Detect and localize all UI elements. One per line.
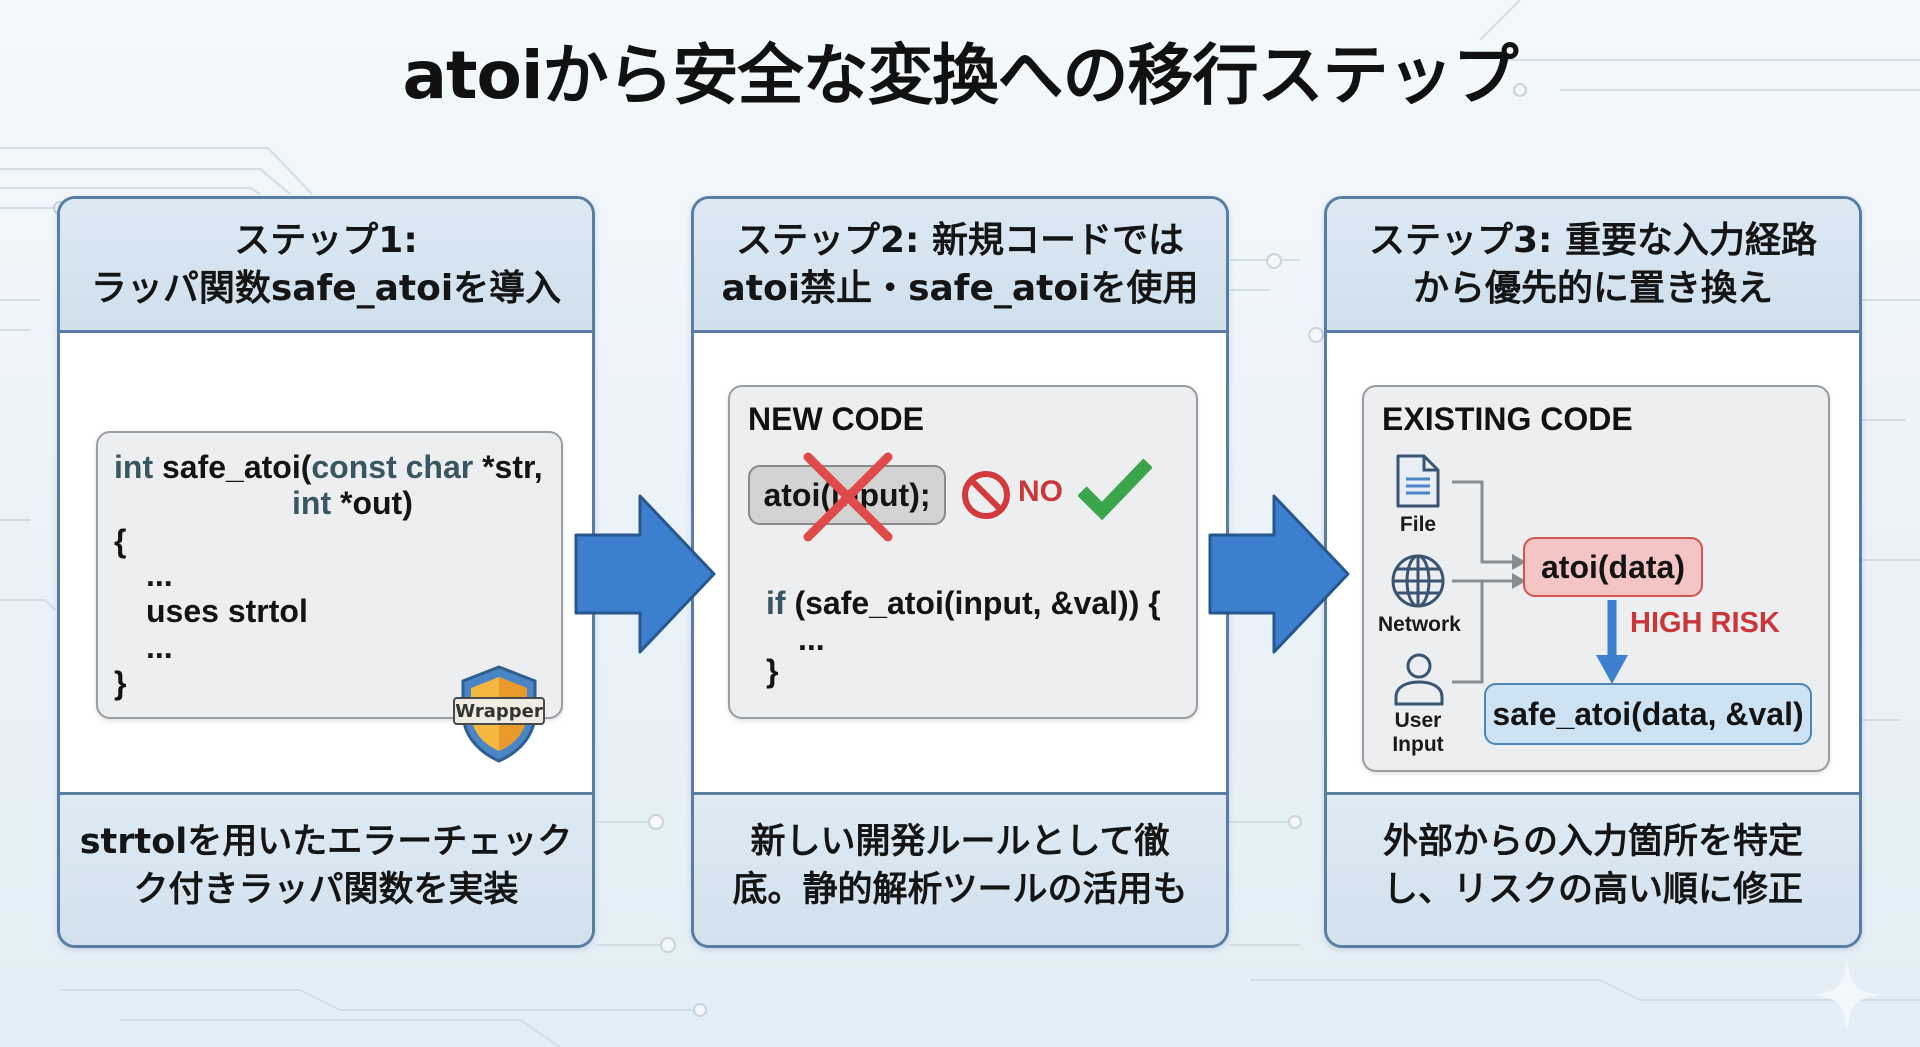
step-2-heading-line1: ステップ2: 新規コードでは [736, 219, 1184, 261]
source-label-network: Network [1378, 613, 1461, 636]
risky-atoi-call: atoi(data) [1523, 537, 1703, 597]
code-line-ellipsis: ... [798, 621, 825, 657]
source-label-file: File [1399, 513, 1437, 536]
code-line-params: int *out) [292, 485, 413, 521]
step-1-desc-line2: ク付きラッパ関数を実装 [133, 870, 519, 910]
step-2-heading: ステップ2: 新規コードでは atoi禁止・safe_atoiを使用 [694, 199, 1226, 333]
existing-code-box: EXISTING CODE File [1362, 385, 1830, 772]
code-line-ellipsis: ... [146, 557, 173, 593]
step-1-desc-line1: strtolを用いたエラーチェック [79, 822, 573, 862]
high-risk-label: HIGH RISK [1630, 607, 1780, 639]
code-line-if-safe-atoi: if (safe_atoi(input, &val)) { [766, 585, 1161, 621]
step-3-heading-line1: ステップ3: 重要な入力経路 [1369, 219, 1817, 261]
sparkle-icon [1814, 957, 1880, 1033]
new-code-box: NEW CODE atoi(input); NO if (safe_atoi(i… [728, 385, 1198, 719]
step-3-desc-line1: 外部からの入力箇所を特定 [1382, 822, 1803, 862]
step-3-description: 外部からの入力箇所を特定 し、リスクの高い順に修正 [1327, 792, 1859, 945]
step-1-heading-line2: ラッパ関数safe_atoiを導入 [90, 267, 562, 309]
no-label: NO [1018, 475, 1063, 508]
step-3-heading: ステップ3: 重要な入力経路 から優先的に置き換え [1327, 199, 1859, 333]
existing-code-label: EXISTING CODE [1382, 401, 1633, 437]
step-2-desc-line1: 新しい開発ルールとして徹 [750, 822, 1170, 862]
step-3-desc-line2: し、リスクの高い順に修正 [1382, 870, 1803, 910]
code-line-uses-strtol: uses strtol [146, 593, 308, 629]
step-2-description: 新しい開発ルールとして徹 底。静的解析ツールの活用も [694, 792, 1226, 945]
wrapper-shield-badge: Wrapper [449, 663, 549, 763]
page-title: atoiから安全な変換への移行ステップ [402, 37, 1518, 114]
next-step-arrow-1 [574, 494, 716, 654]
step-1-heading: ステップ1: ラッパ関数safe_atoiを導入 [60, 199, 592, 333]
step-3-panel: ステップ3: 重要な入力経路 から優先的に置き換え EXISTING CODE [1324, 196, 1862, 948]
code-line-close-brace: } [766, 653, 779, 689]
next-step-arrow-2 [1208, 494, 1350, 654]
code-line-signature: int safe_atoi(const char *str, [114, 449, 543, 485]
step-1-description: strtolを用いたエラーチェック ク付きラッパ関数を実装 [60, 792, 592, 945]
file-icon [1396, 454, 1440, 508]
wrapper-label: Wrapper [453, 697, 545, 725]
code-line-open-brace: { [114, 523, 127, 559]
prohibited-icon [962, 471, 1010, 519]
step-3-heading-line2: から優先的に置き換え [1412, 267, 1773, 309]
step-2-desc-line2: 底。静的解析ツールの活用も [732, 870, 1188, 910]
code-line-ellipsis-2: ... [146, 629, 173, 665]
step-1-panel: ステップ1: ラッパ関数safe_atoiを導入 int safe_atoi(c… [57, 196, 595, 948]
step-2-heading-line2: atoi禁止・safe_atoiを使用 [721, 267, 1199, 309]
safe-atoi-call: safe_atoi(data, &val) [1484, 683, 1812, 745]
step-1-heading-line1: ステップ1: [234, 219, 418, 261]
user-icon [1394, 653, 1444, 706]
red-x-icon [803, 452, 893, 542]
checkmark-icon [1078, 458, 1152, 521]
input-flow-connectors [1452, 480, 1628, 684]
globe-icon [1391, 554, 1445, 608]
step-2-panel: ステップ2: 新規コードでは atoi禁止・safe_atoiを使用 NEW C… [691, 196, 1229, 948]
code-line-close-brace: } [114, 665, 127, 701]
new-code-label: NEW CODE [748, 401, 924, 437]
